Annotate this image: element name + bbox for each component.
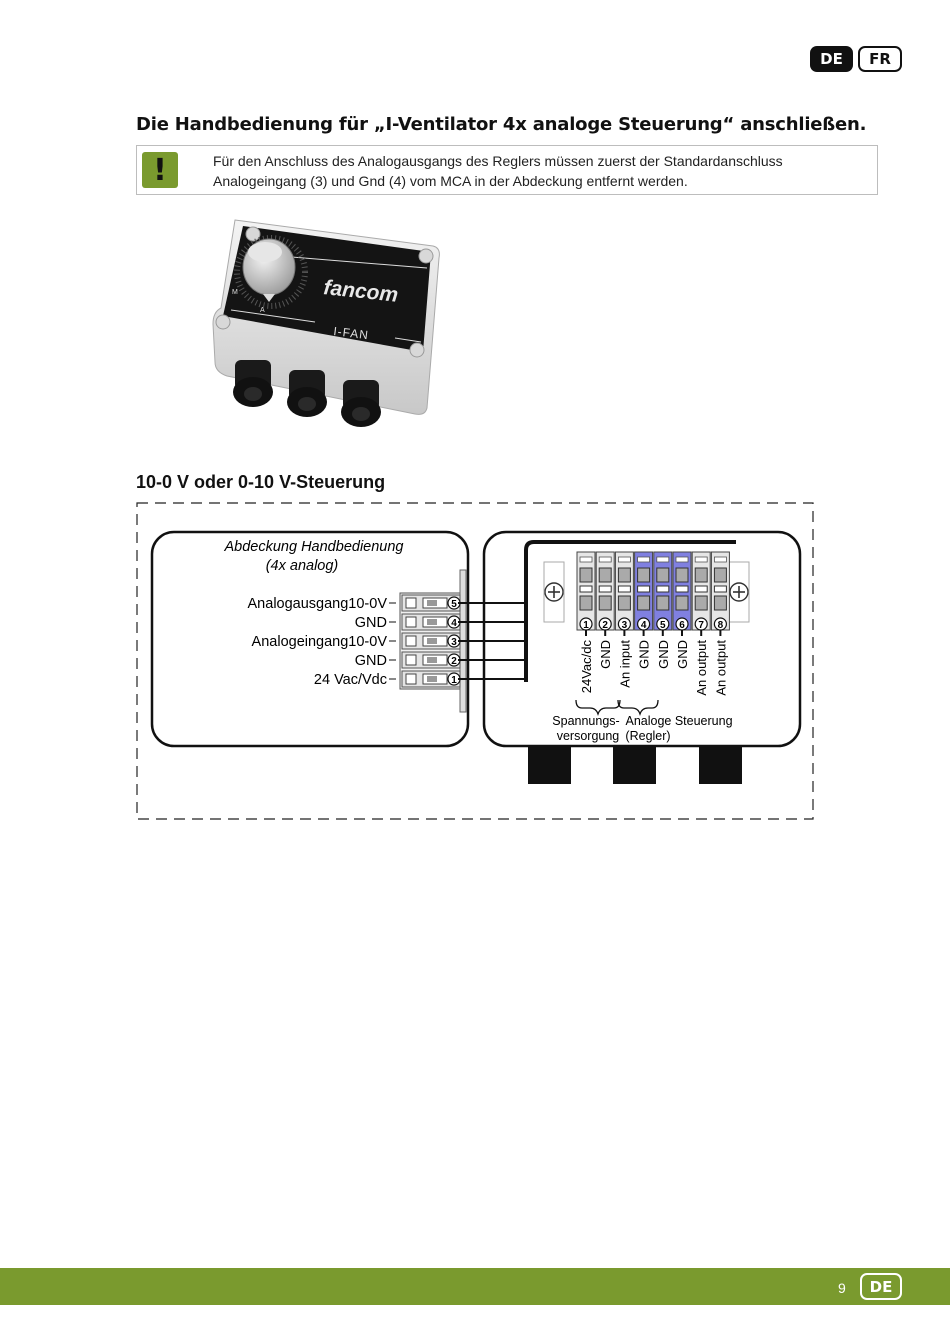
controller-terminal-num: 7 [698,620,704,631]
cable-gland-2 [287,370,327,417]
controller-terminal-label: GND [637,640,652,669]
controller-terminal-label: An input [617,640,632,688]
footer-bar [0,1268,950,1305]
analog-control-brace [617,699,659,717]
controller-terminal-num: 3 [622,620,628,631]
controller-terminal-label: GND [598,640,613,669]
gland-1 [528,746,571,784]
cover-terminal-4: 4 GND [355,613,461,631]
controller-terminal-label: An output [713,640,728,696]
cover-terminal-num: 4 [451,618,457,629]
cover-terminal-1: 1 24 Vac/Vdc [314,670,461,688]
section-title: 10-0 V oder 0-10 V-Steuerung [136,472,386,492]
cover-terminal-label: 24 Vac/Vdc [314,672,387,688]
cover-terminal-label: GND [355,653,387,669]
cover-box [150,530,470,748]
lang-de-badge[interactable]: DE [810,46,853,72]
cover-terminal-num: 3 [451,637,457,648]
gland-3 [699,746,742,784]
warning-note: ! Für den Anschluss des Analogausgangs d… [136,145,878,195]
cover-terminal-num: 1 [451,675,457,686]
controller-terminal-num: 5 [660,620,666,631]
controller-terminal-3: 3 An input [614,551,634,688]
controller-terminal-num: 6 [679,620,685,631]
page-title: Die Handbedienung für „I-Ventilator 4x a… [136,114,867,135]
controller-terminal-num: 1 [583,620,589,631]
rail-screw-right-icon [729,582,749,602]
page-number: 9 [838,1280,846,1296]
cover-terminal-label: Analogausgang10-0V [248,596,388,612]
cover-terminal-3: 3 Analogeingang10-0V [252,632,461,650]
controller-terminal-7: 7 An output [691,551,711,696]
gland-2 [613,746,656,784]
exclamation-icon: ! [142,152,178,188]
cover-terminal-label: Analogeingang10-0V [252,634,388,650]
footer-lang-badge[interactable]: DE [860,1273,902,1300]
ifan-device-image: M A fancom I-FAN [212,219,440,427]
controller-terminal-label: 24Vac/dc [579,640,594,694]
lang-fr-badge[interactable]: FR [858,46,902,72]
analog-control-label-line1: Analoge Steuerung [625,714,732,728]
wiring-diagram: Abdeckung Handbedienung (4x analog) 5Ana… [136,502,814,820]
controller-terminal-1: 1 24Vac/dc [576,551,596,694]
controller-terminal-num: 8 [718,620,724,631]
controller-terminal-label: An output [694,640,709,696]
cover-terminal-num: 5 [451,599,457,610]
cover-terminal-num: 2 [451,656,457,667]
analog-control-label-line2: (Regler) [625,729,670,743]
supply-label-line1: Spannungs- [552,714,619,728]
controller-terminal-num: 4 [641,620,647,631]
rail-screw-left-icon [544,582,564,602]
cover-title-line1: Abdeckung Handbedienung [224,539,404,555]
cover-terminals: 5Analogausgang10-0V4GND3Analogeingang10-… [248,594,461,688]
controller-terminal-num: 2 [602,620,608,631]
cover-title-line2: (4x analog) [266,558,339,574]
cable-gland-1 [233,360,273,407]
controller-terminal-label: GND [675,640,690,669]
warning-note-text: Für den Anschluss des Analogausgangs des… [213,153,783,189]
model-label: I-FAN [333,324,370,342]
controller-terminal-8: 8 An output [710,551,730,696]
cover-terminal-5: 5 Analogausgang10-0V [248,594,461,612]
dial-mark-m: M [232,289,238,296]
diagram-dashed-border [136,502,814,820]
cover-terminal-2: 2 GND [355,651,461,669]
dial-mark-a: A [260,307,265,314]
connection-wires [458,602,526,680]
cable-bundle [524,540,736,682]
cable-gland-3 [341,380,381,427]
cover-terminal-label: GND [355,615,387,631]
supply-label-line2: versorgung [557,729,620,743]
supply-brace [575,699,621,717]
controller-terminal-label: GND [656,640,671,669]
